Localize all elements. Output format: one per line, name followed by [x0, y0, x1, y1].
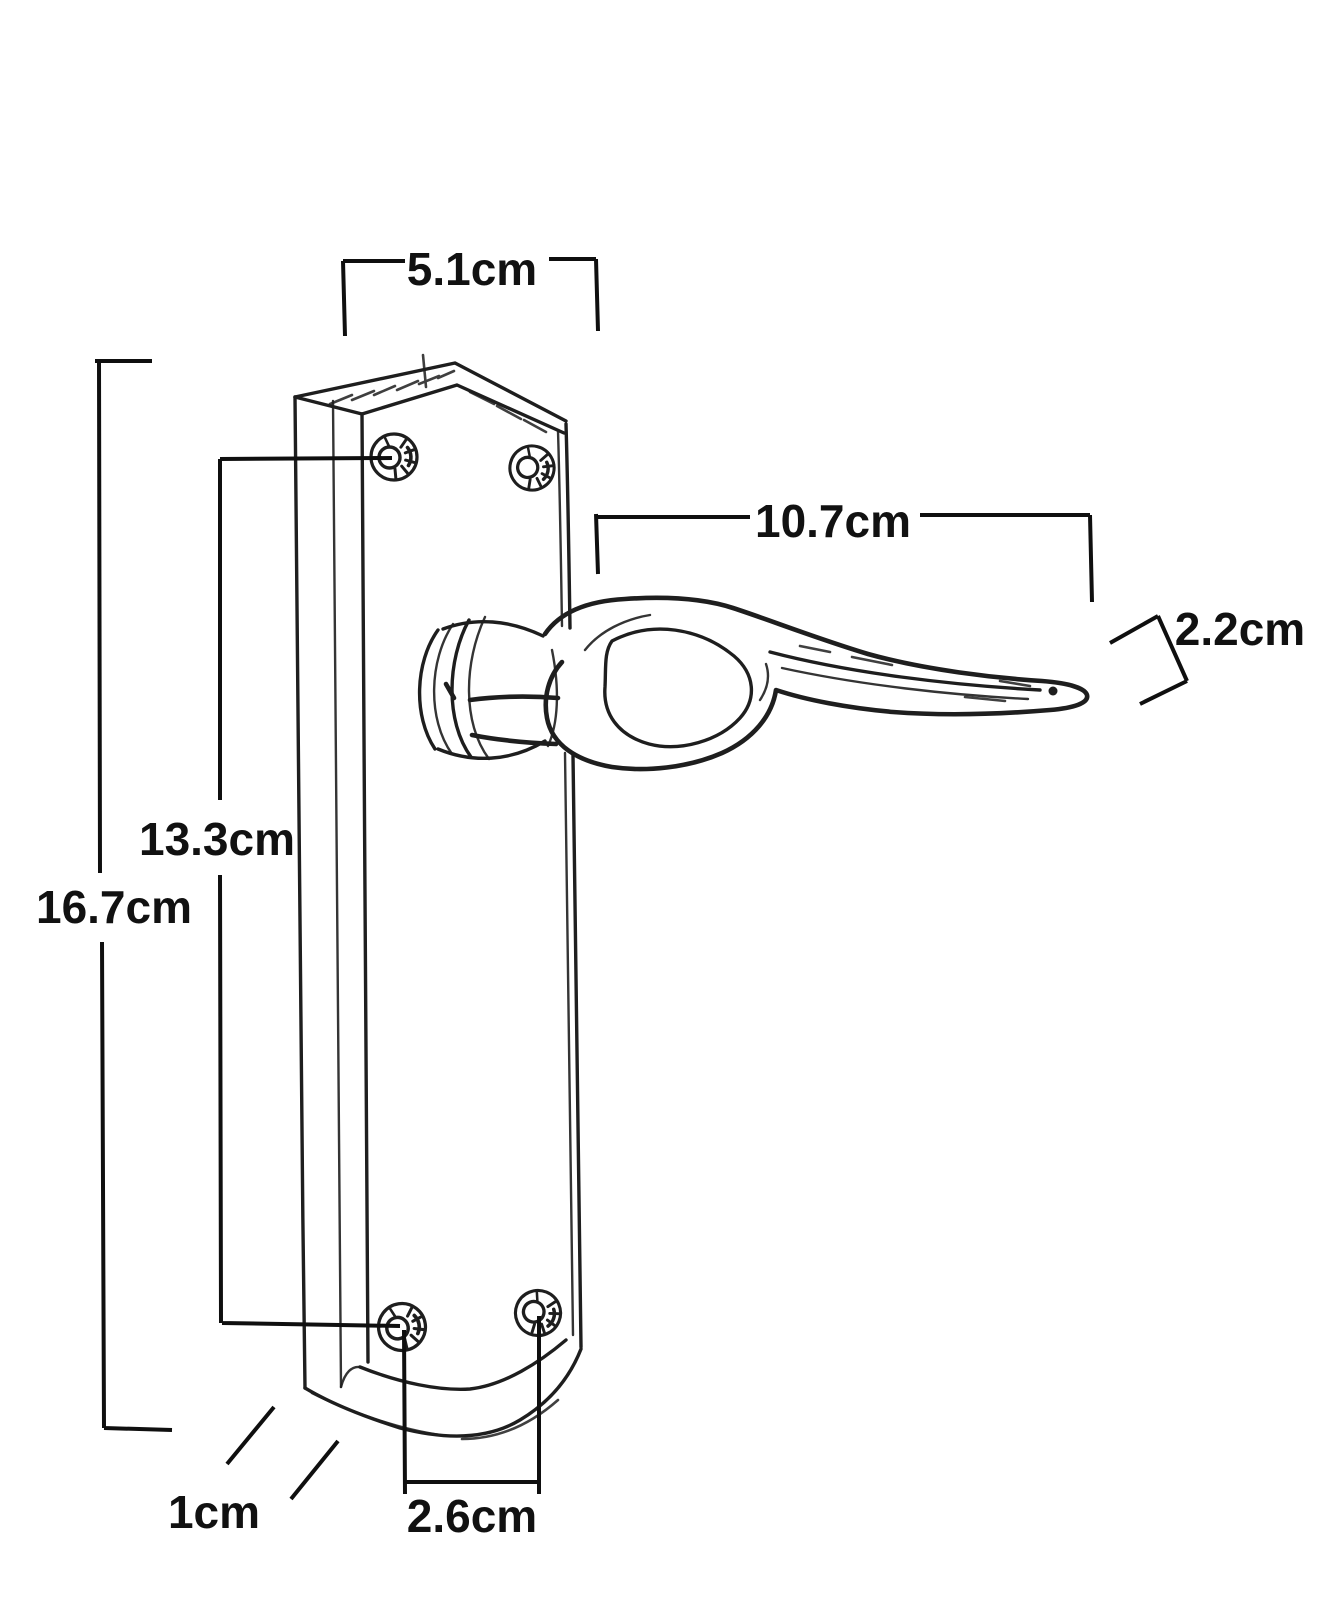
dim-label-plate-width: 5.1cm — [407, 243, 537, 295]
plate-front-top-edge — [360, 383, 566, 435]
screw-top-right — [503, 439, 561, 497]
plate-top-ridge — [293, 361, 568, 423]
lever-scroll-opening — [603, 627, 754, 749]
plate-bottom-edge-doubling — [310, 1391, 560, 1441]
dim-lever-thickness: 2.2cm — [1109, 603, 1305, 706]
hub-band-upper — [467, 694, 561, 703]
dim-label-plate-depth: 1cm — [168, 1486, 260, 1538]
plate-right-edge-lower — [571, 753, 583, 1349]
dim-label-lever-length: 10.7cm — [755, 495, 911, 547]
door-handle-sketch — [293, 353, 1090, 1441]
lever-hub — [417, 615, 561, 761]
dim-label-lever-thickness: 2.2cm — [1175, 603, 1305, 655]
dim-bottom-screw-spacing: 2.6cm — [402, 1316, 541, 1542]
backplate — [293, 353, 583, 1441]
dim-plate-height: 16.7cm — [36, 359, 192, 1432]
dim-screw-centres-vertical: 13.3cm — [139, 456, 401, 1328]
lever-detail-lines — [583, 613, 1058, 703]
plate-right-edge-upper-inner — [556, 429, 564, 628]
plate-chamfer-shading — [328, 353, 548, 434]
hub-band-lower — [469, 732, 559, 747]
dim-label-screw-centres-vertical: 13.3cm — [139, 813, 295, 865]
plate-bottom-left-step — [339, 1365, 362, 1389]
lever-tip-dot — [1048, 686, 1058, 696]
dim-label-bottom-screw-spacing: 2.6cm — [407, 1490, 537, 1542]
plate-right-edge-lower-inner — [563, 751, 575, 1337]
dim-plate-width: 5.1cm — [341, 243, 600, 337]
dim-lever-length: 10.7cm — [594, 495, 1094, 603]
lever-outline — [542, 595, 1090, 772]
dim-label-plate-height: 16.7cm — [36, 881, 192, 933]
hub-accent — [443, 681, 457, 701]
plate-right-edge-upper — [564, 422, 572, 630]
plate-side-top-edge — [293, 395, 364, 416]
plate-front-left-edge — [360, 412, 370, 1364]
plate-side-inner-edge — [331, 399, 343, 1389]
lever-handle — [417, 595, 1090, 772]
dim-plate-depth: 1cm — [168, 1405, 340, 1538]
plate-side-outer-edge — [293, 395, 307, 1390]
